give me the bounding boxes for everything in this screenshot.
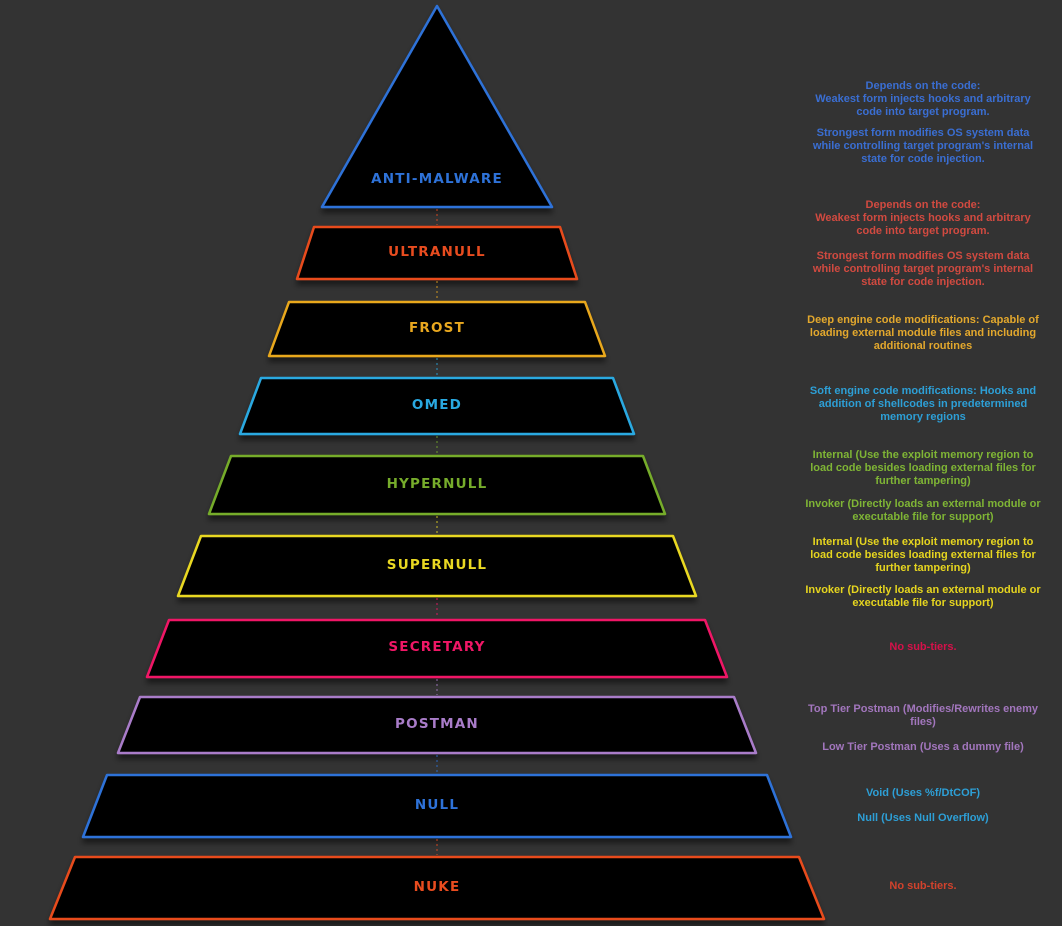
- tier-note-null-1: Null (Uses Null Overflow): [857, 812, 989, 824]
- tier-note-anti-malware-1: Strongest form modifies OS system data w…: [812, 127, 1034, 165]
- tier-note-ultranull-0: Depends on the code: Weakest form inject…: [815, 199, 1031, 237]
- tier-note-omed-0: Soft engine code modifications: Hooks an…: [809, 385, 1037, 423]
- tier-note-supernull-1: Invoker (Directly loads an external modu…: [805, 584, 1041, 609]
- tier-note-anti-malware-0: Depends on the code: Weakest form inject…: [815, 80, 1031, 118]
- tier-note-frost-0: Deep engine code modifications: Capable …: [807, 314, 1039, 352]
- tier-shape-frost: [267, 300, 607, 358]
- tier-note-postman-1: Low Tier Postman (Uses a dummy file): [822, 741, 1024, 753]
- tier-shape-null: [81, 773, 793, 839]
- tier-shape-omed: [238, 376, 636, 436]
- tier-note-ultranull-1: Strongest form modifies OS system data w…: [812, 250, 1034, 288]
- tier-note-secretary-0: No sub-tiers.: [889, 641, 957, 653]
- tier-note-null-0: Void (Uses %f/DtCOF): [865, 787, 981, 799]
- tier-shape-hypernull: [207, 454, 667, 516]
- tier-shape-ultranull: [295, 225, 579, 281]
- tier-shape-nuke: [48, 855, 826, 921]
- tier-shape-anti-malware: [320, 4, 554, 209]
- tier-note-hypernull-0: Internal (Use the exploit memory region …: [810, 449, 1036, 487]
- tier-shape-supernull: [176, 534, 698, 598]
- tier-note-nuke-0: No sub-tiers.: [889, 880, 957, 892]
- tier-note-supernull-0: Internal (Use the exploit memory region …: [810, 536, 1036, 574]
- tier-note-postman-0: Top Tier Postman (Modifies/Rewrites enem…: [807, 703, 1039, 728]
- tier-shape-secretary: [145, 618, 729, 679]
- tier-note-hypernull-1: Invoker (Directly loads an external modu…: [805, 498, 1041, 523]
- tier-shape-postman: [116, 695, 758, 755]
